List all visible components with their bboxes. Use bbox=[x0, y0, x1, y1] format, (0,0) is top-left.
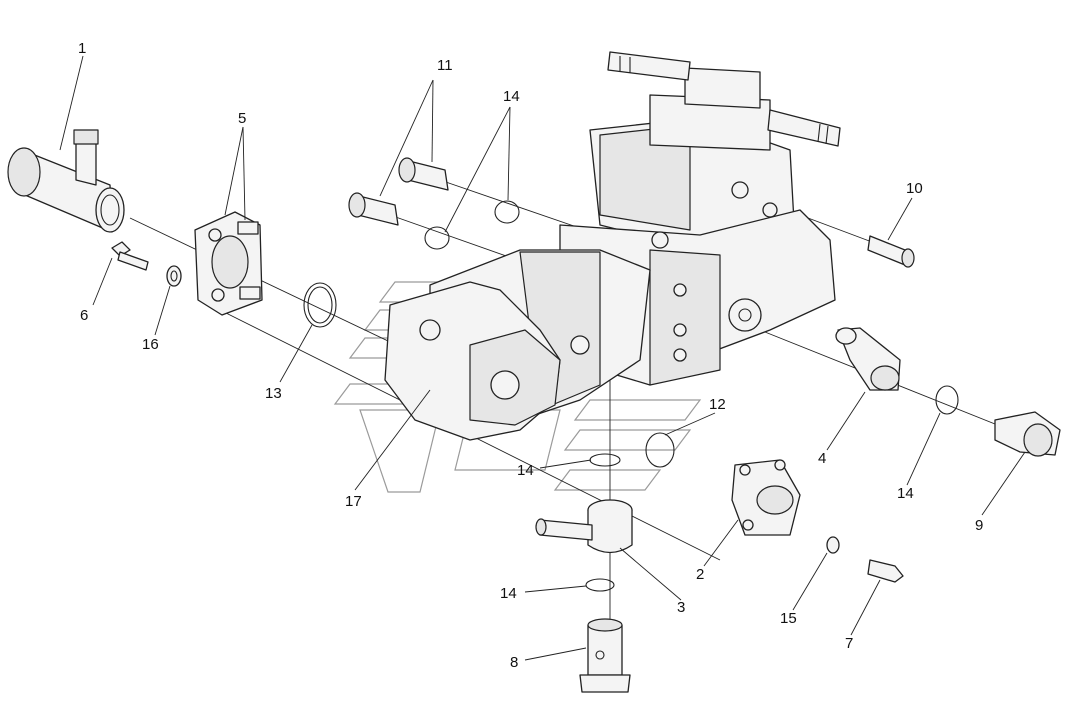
callout-labels: 1 5 6 16 13 11 14 10 12 4 14 9 14 17 2 3… bbox=[78, 40, 983, 671]
part-12-o-ring bbox=[645, 432, 675, 468]
callout-11: 11 bbox=[437, 57, 453, 74]
part-3-banjo bbox=[535, 499, 633, 554]
part-9-cap bbox=[994, 411, 1061, 457]
callout-2: 2 bbox=[696, 566, 704, 583]
part-16-washer bbox=[166, 265, 182, 287]
main-pump-assembly bbox=[384, 51, 841, 441]
leader-lines bbox=[59, 55, 1026, 661]
callout-15: 15 bbox=[780, 610, 797, 627]
part-11-fittings bbox=[348, 157, 449, 226]
part-14-o-ring-right bbox=[935, 385, 959, 415]
callout-16: 16 bbox=[142, 336, 159, 353]
part-14-o-rings-upper bbox=[424, 200, 520, 250]
callout-14-bottom: 14 bbox=[500, 585, 517, 602]
callout-17: 17 bbox=[345, 493, 362, 510]
part-10-plug bbox=[867, 235, 915, 268]
callout-3: 3 bbox=[677, 599, 685, 616]
callout-7: 7 bbox=[845, 635, 853, 652]
callout-9: 9 bbox=[975, 517, 983, 534]
part-7-bolt bbox=[867, 559, 904, 583]
part-14-o-ring-bottom bbox=[585, 578, 615, 592]
part-1-tee-pipe bbox=[7, 129, 125, 233]
part-8-banjo-bolt bbox=[579, 618, 631, 693]
callout-6: 6 bbox=[80, 307, 88, 324]
callout-12: 12 bbox=[709, 396, 726, 413]
callout-14-right: 14 bbox=[897, 485, 914, 502]
part-14-o-ring-lower bbox=[589, 453, 621, 467]
callout-1: 1 bbox=[78, 40, 86, 57]
callout-14-mid: 14 bbox=[517, 462, 534, 479]
callout-8: 8 bbox=[510, 654, 518, 671]
part-6-bolt bbox=[111, 241, 149, 271]
part-4-elbow bbox=[835, 327, 901, 391]
callout-4: 4 bbox=[818, 450, 826, 467]
part-13-o-ring bbox=[303, 282, 337, 328]
part-2-flange bbox=[731, 459, 801, 536]
callout-10: 10 bbox=[906, 180, 923, 197]
part-5-flange bbox=[194, 211, 263, 316]
callout-13: 13 bbox=[265, 385, 282, 402]
callout-5: 5 bbox=[238, 110, 246, 127]
callout-14-top: 14 bbox=[503, 88, 520, 105]
part-15-washer bbox=[826, 536, 840, 554]
